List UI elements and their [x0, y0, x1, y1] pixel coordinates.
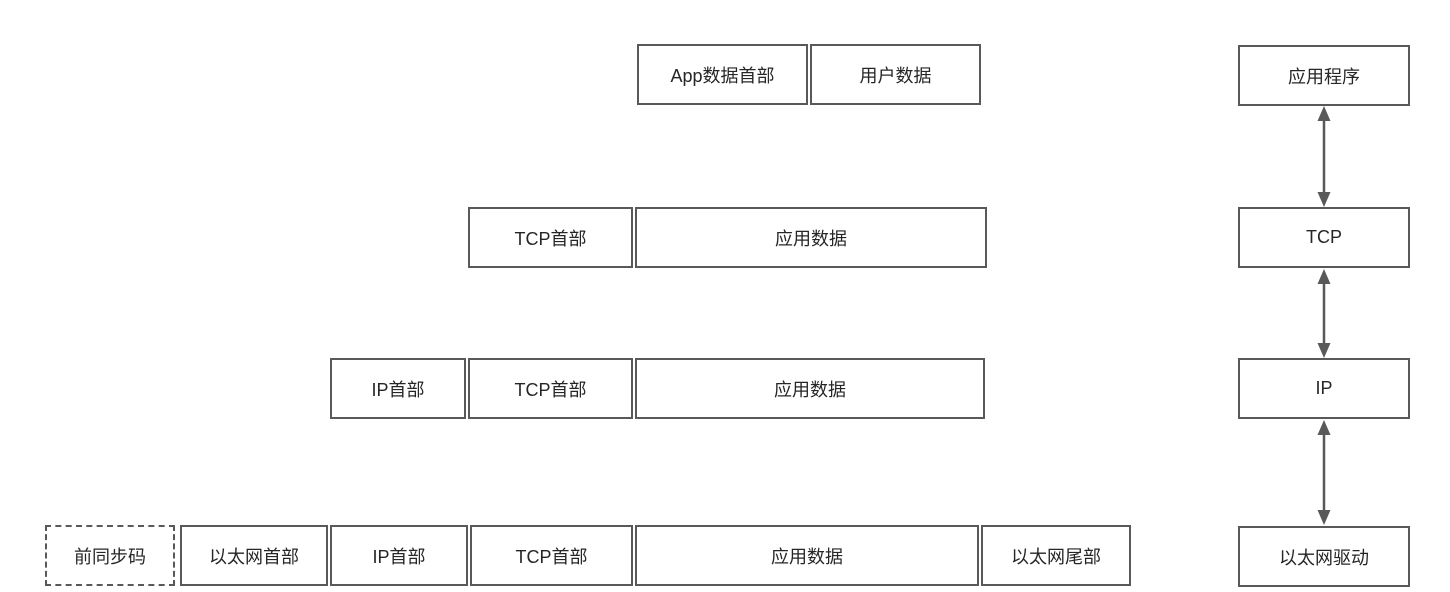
box-app-data-row3: 应用数据 — [635, 358, 985, 419]
double-arrow-icon — [1317, 420, 1331, 525]
box-app-data-row4: 应用数据 — [635, 525, 979, 586]
box-tcp-header-row3: TCP首部 — [468, 358, 633, 419]
double-arrow-icon — [1317, 106, 1331, 207]
box-app-data-header: App数据首部 — [637, 44, 808, 105]
box-app-data-row2: 应用数据 — [635, 207, 987, 268]
box-tcp-header-row4: TCP首部 — [470, 525, 633, 586]
box-ethernet-header: 以太网首部 — [180, 525, 328, 586]
box-preamble: 前同步码 — [45, 525, 175, 586]
box-ip-header-row4: IP首部 — [330, 525, 468, 586]
layer-tcp: TCP — [1238, 207, 1410, 268]
layer-application: 应用程序 — [1238, 45, 1410, 106]
layer-ethernet-driver: 以太网驱动 — [1238, 526, 1410, 587]
ethernet-frame-row: 前同步码 以太网首部 IP首部 TCP首部 应用数据 以太网尾部 — [45, 525, 1131, 586]
ip-datagram-row: IP首部 TCP首部 应用数据 — [330, 358, 985, 419]
box-ethernet-trailer: 以太网尾部 — [981, 525, 1131, 586]
box-tcp-header-row2: TCP首部 — [468, 207, 633, 268]
box-ip-header-row3: IP首部 — [330, 358, 466, 419]
application-message-row: App数据首部 用户数据 — [637, 44, 981, 105]
box-user-data: 用户数据 — [810, 44, 981, 105]
layer-ip: IP — [1238, 358, 1410, 419]
tcp-segment-row: TCP首部 应用数据 — [468, 207, 987, 268]
double-arrow-icon — [1317, 269, 1331, 358]
